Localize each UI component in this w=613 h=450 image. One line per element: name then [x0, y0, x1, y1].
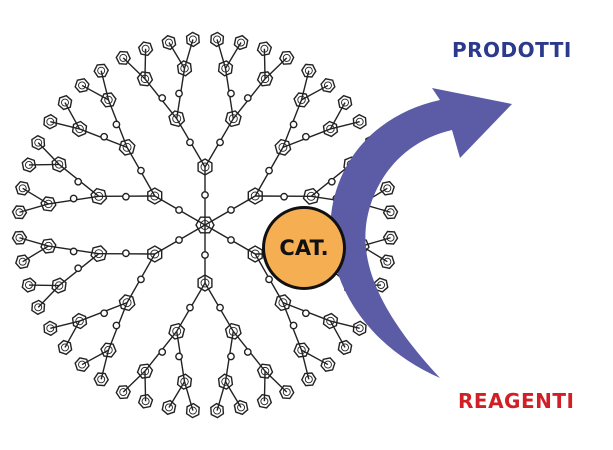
products-label: PRODOTTI [452, 38, 572, 62]
reagents-label: REAGENTI [458, 389, 575, 413]
catalyst-badge: CAT. [262, 206, 346, 290]
catalyst-label: CAT. [279, 236, 329, 260]
